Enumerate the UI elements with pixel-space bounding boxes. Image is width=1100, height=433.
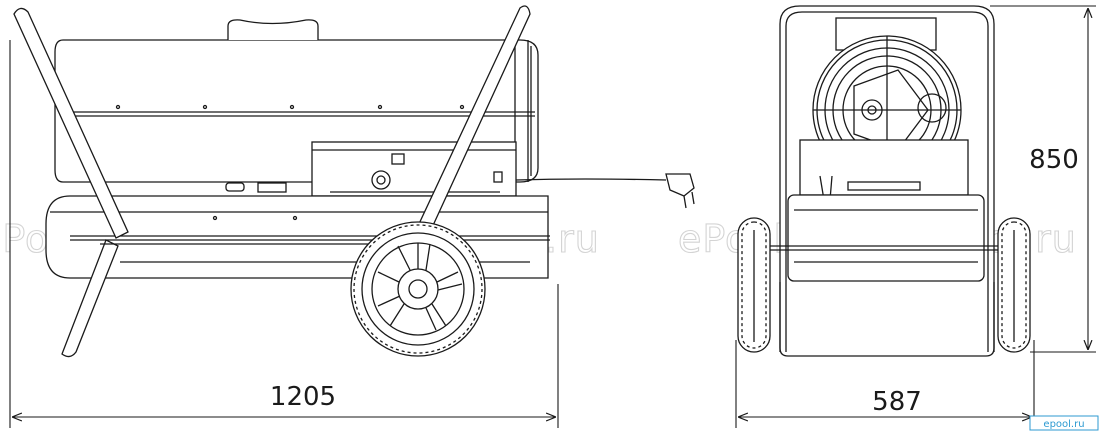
height-dimension-label: 850 [1029,145,1079,175]
fuel-cap [225,182,245,192]
logo-badge [1029,415,1099,431]
tank-front [787,194,985,282]
logo-text: epool.ru [1043,419,1084,430]
wheel [350,221,486,357]
width-dimension-label: 587 [872,387,922,417]
dimension-lines [9,5,1096,428]
power-cord [515,178,667,181]
burner-housing [799,139,969,196]
side-view [13,5,695,358]
length-dimension-label: 1205 [270,382,336,412]
front-view [737,5,1031,357]
fuel-gauge [257,182,287,193]
wheel-right [997,217,1031,353]
frame-handle [13,5,531,358]
wheel-left [737,217,771,353]
control-box [311,141,517,197]
plug-icon [665,173,695,209]
top-handle [227,19,319,40]
